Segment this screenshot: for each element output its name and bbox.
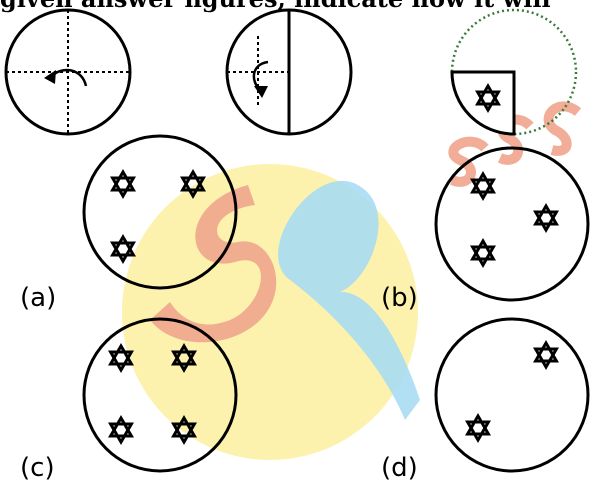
answer-option-b[interactable]: [434, 146, 590, 302]
star-of-david-icon: [471, 239, 495, 267]
watermark: [122, 101, 582, 460]
star-of-david-icon: [471, 172, 495, 200]
watermark-letters-top-right: [448, 101, 582, 187]
watermark-letter-s: [150, 185, 277, 343]
answer-option-c[interactable]: [82, 317, 238, 473]
question-fig-3: [450, 8, 578, 136]
option-label-c[interactable]: (c): [20, 453, 55, 483]
star-of-david-icon: [466, 414, 490, 442]
question-header: given answer figures, indicate how it wi…: [0, 0, 590, 14]
answer-option-d[interactable]: [434, 317, 590, 473]
question-fig-1: [4, 8, 132, 136]
question-fig-2: [225, 8, 353, 136]
curved-arrow-icon: [44, 68, 88, 87]
star-of-david-icon: [111, 170, 135, 198]
star-of-david-icon: [534, 204, 558, 232]
option-label-d[interactable]: (d): [381, 453, 418, 483]
star-of-david-icon: [111, 235, 135, 263]
star-of-david-icon: [109, 416, 133, 444]
option-label-a[interactable]: (a): [20, 283, 57, 313]
star-of-david-icon: [534, 341, 558, 369]
watermark-letter-a: [278, 180, 420, 420]
answer-option-a[interactable]: [82, 134, 238, 290]
option-label-b[interactable]: (b): [381, 283, 418, 313]
curved-arrow-icon: [252, 60, 269, 98]
